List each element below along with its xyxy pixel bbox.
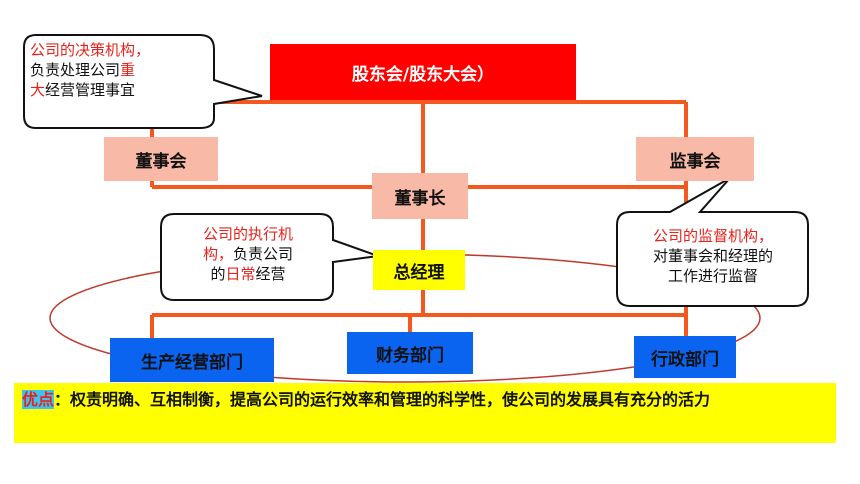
callout-supervision-line3: 工作进行监督 <box>667 267 758 285</box>
callout-bubble-supervision <box>616 177 809 307</box>
advantages-text: ：权责明确、互相制衡，提高公司的运行效率和管理的科学性，使公司的发展具有充分的活… <box>54 390 711 409</box>
advantages-label: 优点 <box>22 390 55 409</box>
board-of-supervisors-box: 监事会 <box>636 137 754 181</box>
callout-executive-line3b: 日常 <box>225 265 256 283</box>
advantages-note: 优点：权责明确、互相制衡，提高公司的运行效率和管理的科学性，使公司的发展具有充分… <box>14 383 836 443</box>
callout-executive-line1: 公司的执行机 <box>202 225 293 243</box>
callout-executive-line3a: 的 <box>210 265 226 283</box>
callout-decision-line2a: 负责处理公司 <box>30 61 121 79</box>
board-of-directors-box: 董事会 <box>104 137 218 181</box>
callout-supervision-text: 公司的监督机构， 对董事会和经理的 工作进行监督 <box>620 226 806 286</box>
callout-supervision-line2: 对董事会和经理的 <box>652 247 773 265</box>
callout-decision-text: 公司的决策机构， 负责处理公司重 大经营管理事宜 <box>30 40 210 100</box>
production-department-box: 生产经营部门 <box>110 338 274 382</box>
callout-executive-line2a: 构， <box>202 245 233 263</box>
callout-decision-line3a: 大 <box>30 81 46 99</box>
callout-supervision-line1: 公司的监督机构， <box>652 227 773 245</box>
callout-decision-line3b: 经营管理事宜 <box>45 81 136 99</box>
shareholders-meeting-box: 股东会/股东大会） <box>270 44 576 100</box>
general-manager-box: 总经理 <box>373 250 465 290</box>
callout-executive-text: 公司的执行机 构，负责公司 的日常经营 <box>166 224 330 284</box>
callout-bubble-executive <box>160 213 379 301</box>
finance-department-box: 财务部门 <box>347 332 473 374</box>
chairman-box: 董事长 <box>372 173 468 219</box>
administration-department-box: 行政部门 <box>634 336 736 378</box>
callout-decision-line2b: 重 <box>120 61 136 79</box>
callout-executive-line3c: 经营 <box>255 265 286 283</box>
callout-executive-line2b: 负责公司 <box>233 245 294 263</box>
callout-bubble-decision <box>23 34 263 129</box>
callout-decision-line1: 公司的决策机构， <box>30 41 151 59</box>
